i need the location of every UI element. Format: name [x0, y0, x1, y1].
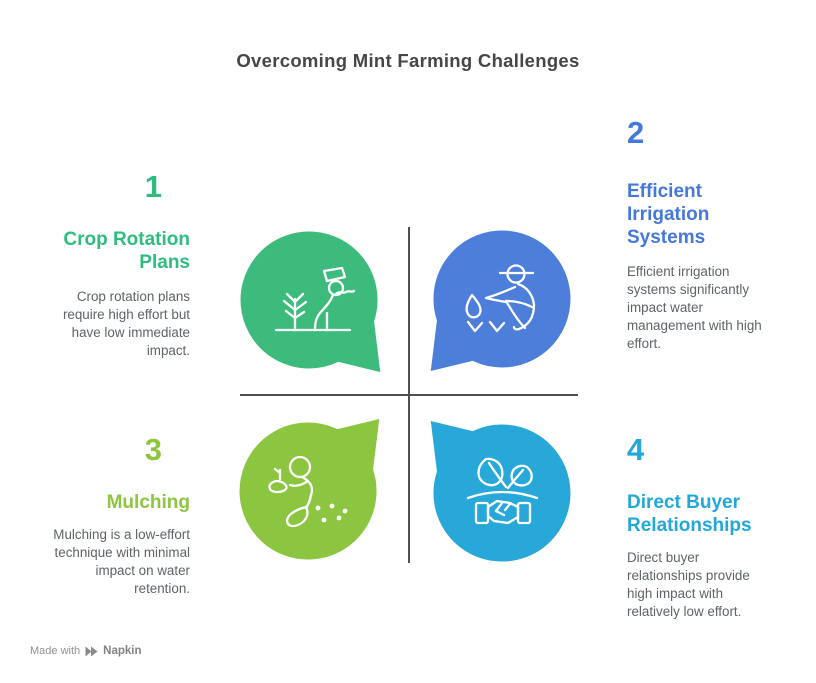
section-direct-buyer: 4 Direct Buyer Relationships Direct buye… — [627, 433, 787, 621]
section-number: 2 — [627, 115, 645, 150]
section-title: Mulching — [106, 492, 190, 513]
section-mulching: 3 Mulching Mulching is a low-effort tech… — [30, 433, 190, 598]
section-number: 4 — [627, 432, 645, 467]
section-number: 3 — [144, 432, 162, 467]
handshake-leaves-icon — [466, 457, 539, 525]
section-description: Efficient irrigation systems significant… — [627, 264, 762, 351]
section-title: Crop Rotation Plans — [63, 229, 190, 273]
section-description: Direct buyer relationships provide high … — [627, 550, 750, 619]
made-with-label: Made with — [30, 645, 81, 657]
quadrant-bubble-crop-rotation — [237, 228, 384, 376]
napkin-brand-label: Napkin — [103, 645, 142, 657]
section-number: 1 — [144, 169, 162, 204]
section-irrigation: 2 Efficient Irrigation Systems Efficient… — [627, 116, 785, 353]
quadrant-bubble-irrigation — [427, 227, 574, 375]
section-description: Mulching is a low-effort technique with … — [53, 527, 190, 596]
quadrant-bubble-mulching — [236, 415, 383, 563]
farmer-watering-icon — [465, 264, 536, 333]
section-crop-rotation: 1 Crop Rotation Plans Crop rotation plan… — [30, 170, 190, 360]
divider-horizontal — [240, 394, 578, 396]
quadrant-bubble-direct-buyer — [427, 417, 574, 565]
farmer-planting-icon — [274, 266, 356, 332]
section-description: Crop rotation plans require high effort … — [62, 289, 190, 358]
made-with-napkin-link[interactable]: Made with Napkin — [30, 645, 141, 657]
section-title: Direct Buyer Relationships — [627, 492, 752, 536]
seed-sowing-icon — [268, 455, 348, 528]
section-title: Efficient Irrigation Systems — [627, 181, 710, 248]
page-title: Overcoming Mint Farming Challenges — [236, 50, 580, 71]
napkin-logo-icon — [85, 646, 98, 656]
